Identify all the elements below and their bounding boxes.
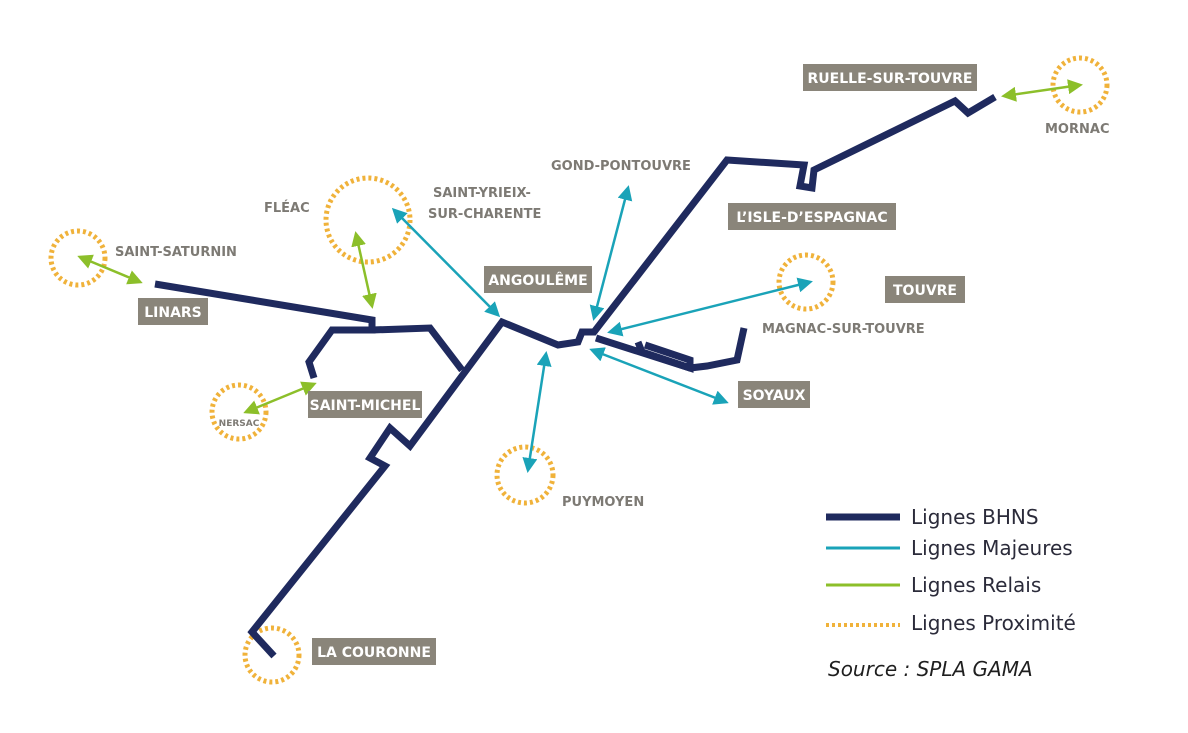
legend-bhns-label: Lignes BHNS bbox=[911, 505, 1039, 529]
proximite-zone-nersac bbox=[209, 382, 269, 442]
proximite-zone-saint-yrieix bbox=[323, 175, 413, 265]
label-linars-text: LINARS bbox=[144, 305, 202, 321]
label-touvre-text: TOUVRE bbox=[893, 283, 957, 299]
label-la-couronne-text: LA COURONNE bbox=[317, 645, 431, 661]
label-mornac: MORNAC bbox=[1045, 122, 1109, 137]
label-soyaux: SOYAUX bbox=[738, 381, 810, 408]
bhns-line-branch-east bbox=[371, 324, 465, 373]
label-saint-yrieix-line2: SUR-CHARENTE bbox=[428, 207, 541, 222]
label-angouleme: ANGOULÊME bbox=[484, 266, 592, 293]
label-fleac: FLÉAC bbox=[264, 200, 310, 216]
bhns-line-soyaux-loop bbox=[634, 340, 694, 373]
bhns-lines bbox=[154, 93, 997, 659]
relais-saint-saturnin-linars bbox=[77, 254, 143, 285]
label-la-couronne: LA COURONNE bbox=[312, 638, 436, 665]
label-magnac-sur-touvre: MAGNAC-SUR-TOUVRE bbox=[762, 322, 925, 337]
label-soyaux-text: SOYAUX bbox=[743, 388, 806, 404]
label-ruelle-text: RUELLE-SUR-TOUVRE bbox=[808, 71, 973, 87]
legend-proximite-label: Lignes Proximité bbox=[911, 611, 1076, 635]
plain-labels: MORNAC GOND-PONTOUVRE FLÉAC SAINT-YRIEIX… bbox=[115, 122, 1109, 510]
majeure-angouleme-gond-pontouvre bbox=[589, 185, 633, 321]
legend-source: Source : SPLA GAMA bbox=[828, 657, 1033, 681]
label-ruelle-sur-touvre: RUELLE-SUR-TOUVRE bbox=[803, 64, 977, 91]
label-touvre: TOUVRE bbox=[885, 276, 965, 303]
label-linars: LINARS bbox=[138, 298, 208, 325]
boxed-labels: RUELLE-SUR-TOUVRE L’ISLE-D’ESPAGNAC ANGO… bbox=[138, 64, 977, 665]
label-angouleme-text: ANGOULÊME bbox=[488, 272, 587, 289]
majeure-angouleme-magnac bbox=[607, 277, 813, 337]
bhns-line-ruelle-la-couronne bbox=[247, 93, 997, 659]
relais-fleac-linars bbox=[351, 231, 377, 309]
majeure-angouleme-soyaux bbox=[589, 347, 729, 405]
label-isle-text: L’ISLE-D’ESPAGNAC bbox=[736, 210, 887, 226]
majeure-angouleme-saint-yrieix bbox=[391, 207, 501, 318]
label-saint-michel: SAINT-MICHEL bbox=[308, 391, 422, 418]
label-saint-saturnin: SAINT-SATURNIN bbox=[115, 245, 237, 260]
label-puymoyen: PUYMOYEN bbox=[562, 495, 644, 510]
majeure-angouleme-puymoyen bbox=[522, 351, 552, 473]
label-saint-yrieix-line1: SAINT-YRIEIX- bbox=[433, 186, 531, 201]
label-nersac: NERSAC bbox=[219, 419, 260, 429]
proximite-zone-saint-saturnin bbox=[48, 228, 108, 288]
label-isle-d-espagnac: L’ISLE-D’ESPAGNAC bbox=[728, 203, 896, 230]
majeures-lines bbox=[391, 185, 813, 473]
relais-lines bbox=[77, 79, 1083, 415]
legend-majeures-label: Lignes Majeures bbox=[911, 536, 1073, 560]
legend-relais-label: Lignes Relais bbox=[911, 573, 1041, 597]
label-saint-michel-text: SAINT-MICHEL bbox=[310, 398, 421, 414]
label-gond-pontouvre: GOND-PONTOUVRE bbox=[551, 159, 691, 174]
relais-nersac-saint-michel bbox=[243, 381, 317, 415]
legend: Lignes BHNS Lignes Majeures Lignes Relai… bbox=[826, 505, 1076, 681]
proximite-zone-puymoyen bbox=[494, 444, 556, 506]
proximite-zone-la-couronne bbox=[242, 625, 302, 685]
relais-ruelle-mornac bbox=[1001, 79, 1083, 102]
bhns-line-linars-angouleme bbox=[154, 280, 376, 380]
